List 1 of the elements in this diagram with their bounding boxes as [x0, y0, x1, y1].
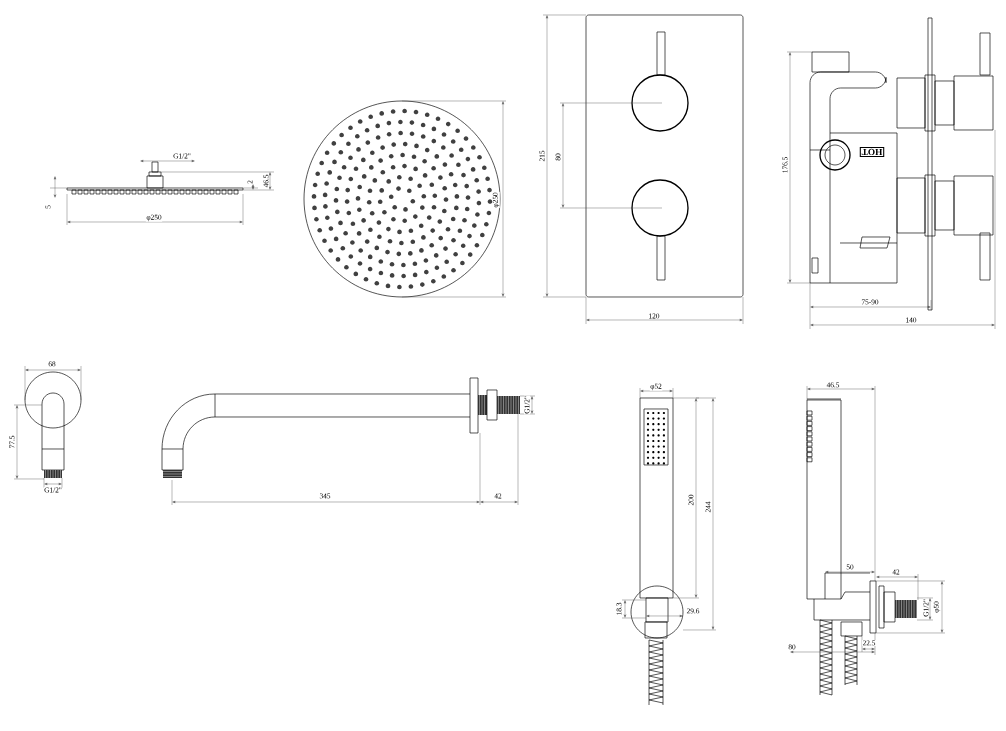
hot-label: HOT — [859, 147, 885, 157]
